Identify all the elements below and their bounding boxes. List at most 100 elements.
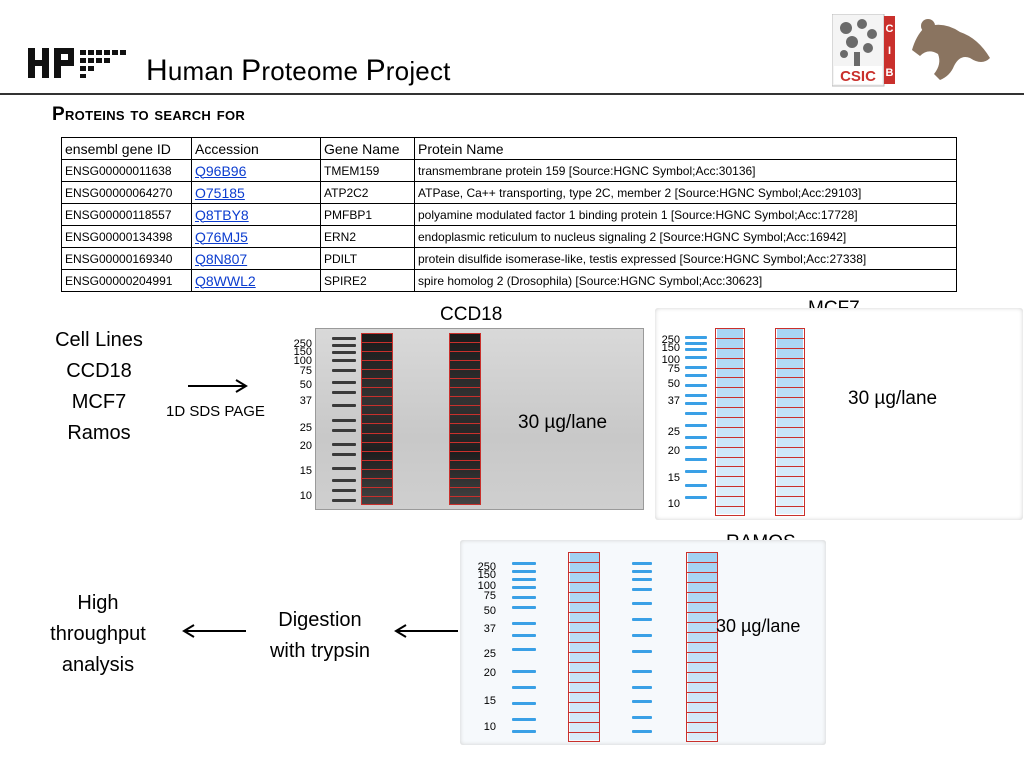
ladder-band xyxy=(512,622,536,625)
mw-marker-label: 75 xyxy=(483,590,496,602)
ladder-band xyxy=(332,351,356,354)
ladder-band xyxy=(332,369,356,372)
ladder-band xyxy=(332,499,356,502)
gene-name-cell: TMEM159 xyxy=(320,159,415,182)
ladder-band xyxy=(332,419,356,422)
excision-slice xyxy=(776,329,804,339)
excision-slice xyxy=(569,703,599,713)
mw-marker-label: 20 xyxy=(483,667,496,679)
gene-name-cell: ATP2C2 xyxy=(320,181,415,204)
ladder-band xyxy=(332,479,356,482)
ladder-band xyxy=(332,337,356,340)
excision-slice xyxy=(687,723,717,733)
excision-slice xyxy=(776,359,804,369)
protein-name-cell: spire homolog 2 (Drosophila) [Source:HGN… xyxy=(414,269,957,292)
table-row: ENSG00000011638 Q96B96 TMEM159 transmemb… xyxy=(61,159,957,182)
mw-marker-label: 75 xyxy=(299,365,312,377)
excision-slice xyxy=(687,693,717,703)
excision-slice xyxy=(716,477,744,488)
ladder-band xyxy=(632,588,652,591)
excision-slice xyxy=(569,563,599,573)
ladder-band xyxy=(685,374,707,377)
excision-slice xyxy=(687,663,717,673)
sample-lane xyxy=(570,552,600,740)
mw-marker-label: 37 xyxy=(483,623,496,635)
mw-marker-label: 15 xyxy=(667,472,680,484)
excision-slice xyxy=(362,406,392,416)
excision-slice xyxy=(569,723,599,733)
excision-slice xyxy=(569,623,599,633)
accession-link[interactable]: Q8WWL2 xyxy=(191,269,321,292)
ladder-band xyxy=(685,348,707,351)
accession-link[interactable]: O75185 xyxy=(191,181,321,204)
title-word-roject: roject xyxy=(385,56,451,86)
ladder-band xyxy=(632,570,652,573)
mw-marker-label: 37 xyxy=(667,395,680,407)
digestion-label: Digestion with trypsin xyxy=(256,605,384,667)
mw-marker-label: 37 xyxy=(299,395,312,407)
digestion-line: Digestion xyxy=(278,609,362,631)
sample-lane xyxy=(450,333,480,505)
excision-slice xyxy=(716,369,744,379)
ladder-band xyxy=(632,686,652,689)
excision-slice xyxy=(362,434,392,443)
excision-slice xyxy=(716,467,744,478)
excision-slice xyxy=(362,397,392,407)
ladder-band xyxy=(632,578,652,581)
digestion-line: with trypsin xyxy=(269,640,371,662)
analysis-label: High throughput analysis xyxy=(36,588,160,681)
excision-slice xyxy=(687,673,717,683)
ladder-band xyxy=(332,429,356,432)
excision-slice xyxy=(569,693,599,703)
section-title: Proteins to search for xyxy=(52,104,246,125)
excision-slice xyxy=(362,415,392,425)
excision-slice xyxy=(687,653,717,663)
excision-slice xyxy=(362,334,392,344)
ladder-band xyxy=(685,446,707,449)
mw-marker-label: 250 xyxy=(293,338,312,350)
excision-slice xyxy=(362,497,392,506)
ccd18-gel-title: CCD18 xyxy=(440,304,503,325)
ladder-band xyxy=(685,424,707,427)
excision-slice xyxy=(716,428,744,438)
excision-slice xyxy=(716,339,744,349)
ladder-band xyxy=(685,394,707,397)
table-header-row: ensembl gene ID Accession Gene Name Prot… xyxy=(61,137,957,160)
table-row: ENSG00000169340 Q8N807 PDILT protein dis… xyxy=(61,247,957,270)
ladder-band xyxy=(632,670,652,673)
ladder-band xyxy=(685,356,707,359)
ladder-band xyxy=(632,730,652,733)
ladder-band xyxy=(332,344,356,347)
title-letter-h: H xyxy=(146,54,168,87)
excision-slice xyxy=(687,623,717,633)
mw-marker-label: 50 xyxy=(667,378,680,390)
ladder-band xyxy=(632,634,652,637)
excision-slice xyxy=(716,497,744,508)
ladder-band xyxy=(632,716,652,719)
excision-slice xyxy=(687,613,717,623)
analysis-line: High xyxy=(77,592,119,614)
excision-slice xyxy=(776,418,804,428)
ladder-band xyxy=(332,467,356,470)
excision-grid xyxy=(715,328,745,516)
excision-slice xyxy=(687,703,717,713)
column-header: Accession xyxy=(191,137,321,160)
excision-slice xyxy=(776,477,804,488)
excision-slice xyxy=(450,352,480,362)
mcf7-gel-image xyxy=(655,308,1023,520)
cib-letter: I xyxy=(887,45,892,57)
excision-slice xyxy=(716,448,744,458)
excision-slice xyxy=(776,507,804,517)
excision-slice xyxy=(450,379,480,389)
excision-slice xyxy=(776,408,804,419)
ladder-band xyxy=(332,404,356,407)
excision-slice xyxy=(716,349,744,359)
excision-slice xyxy=(716,378,744,389)
column-header: Gene Name xyxy=(320,137,415,160)
excision-slice xyxy=(450,406,480,416)
excision-slice xyxy=(569,713,599,723)
mw-marker-label: 100 xyxy=(661,354,680,366)
excision-slice xyxy=(569,643,599,653)
ladder-band xyxy=(332,381,356,384)
ladder-band xyxy=(332,453,356,456)
